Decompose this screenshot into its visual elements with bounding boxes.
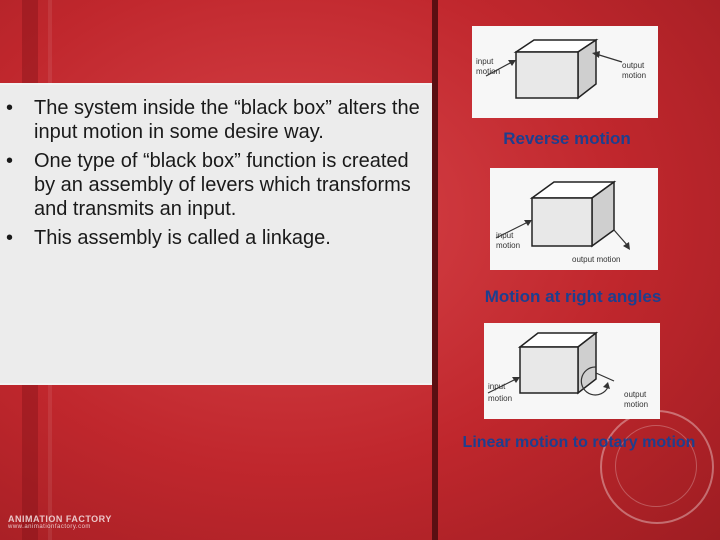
reverse-motion-diagram: input motion output motion <box>472 26 658 118</box>
output-label: output motion <box>572 255 620 264</box>
panel-border-top <box>0 83 432 85</box>
bullet-list: • The system inside the “black box” alter… <box>6 96 426 255</box>
output-label: motion <box>624 400 648 409</box>
panel-border-bottom <box>0 383 432 385</box>
input-label: input <box>488 382 506 391</box>
logo-url: www.animationfactory.com <box>8 524 91 530</box>
bullet-text: This assembly is called a linkage. <box>34 227 331 249</box>
rotary-motion-diagram: input motion output motion <box>484 323 660 419</box>
input-label: input <box>496 231 514 240</box>
input-label: motion <box>488 394 512 403</box>
output-label: output <box>622 61 645 70</box>
output-label: motion <box>622 71 646 80</box>
reverse-motion-caption: Reverse motion <box>503 129 631 148</box>
text-panel <box>0 85 432 383</box>
vertical-divider <box>432 0 438 540</box>
bullet-glyph: • <box>6 227 14 249</box>
input-label: input <box>476 57 494 66</box>
bullet-item: • The system inside the “black box” alter… <box>6 96 426 144</box>
bullet-text: The system inside the “black box” alters… <box>34 97 420 143</box>
bullet-glyph: • <box>6 150 14 172</box>
bullet-item: • This assembly is called a linkage. <box>6 226 426 250</box>
output-label: output <box>624 390 647 399</box>
animation-factory-logo: ANIMATION FACTORY www.animationfactory.c… <box>8 514 112 530</box>
bullet-text: One type of “black box” function is crea… <box>34 150 411 220</box>
rotary-motion-caption: Linear motion to rotary motion <box>462 434 696 451</box>
bullet-item: • One type of “black box” function is cre… <box>6 149 426 221</box>
bullet-glyph: • <box>6 97 14 119</box>
logo-title: ANIMATION FACTORY <box>8 514 112 524</box>
right-angle-motion-diagram: input motion output motion <box>490 168 658 270</box>
right-angle-motion-caption: Motion at right angles <box>484 287 662 306</box>
input-label: motion <box>476 67 500 76</box>
decorative-ring <box>615 425 697 507</box>
input-label: motion <box>496 241 520 250</box>
